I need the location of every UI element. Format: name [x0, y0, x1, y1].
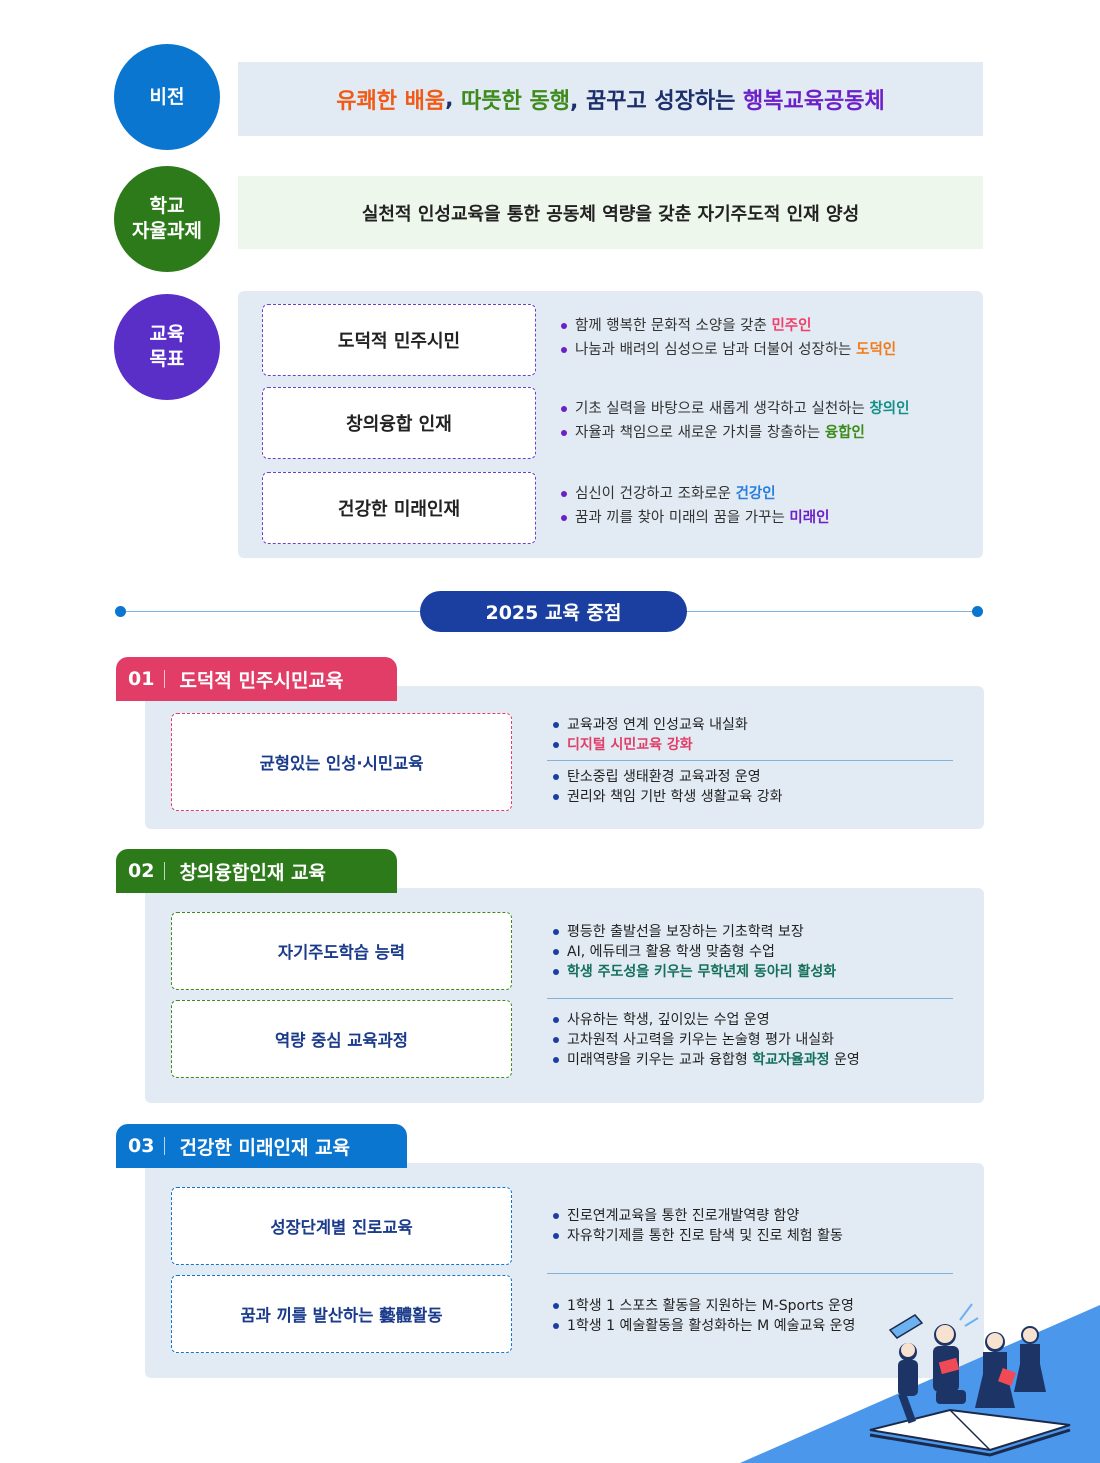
section-bullets: 교육과정 연계 인성교육 내실화 디지털 시민교육 강화: [553, 715, 748, 755]
section-title: 도덕적 민주시민교육: [179, 669, 344, 692]
goal-bullets-healthy-future: 심신이 건강하고 조화로운 건강인 꿈과 끼를 찾아 미래의 꿈을 가꾸는 미래…: [561, 482, 829, 530]
section-bullet: 자유학기제를 통한 진로 탐색 및 진로 체험 활동: [553, 1226, 843, 1246]
section-bullets: 1학생 1 스포츠 활동을 지원하는 M-Sports 운영 1학생 1 예술활…: [553, 1296, 855, 1336]
vision-part-1: 유쾌한 배움: [336, 89, 446, 114]
section-title: 건강한 미래인재 교육: [179, 1136, 351, 1159]
section-bullet: 진로연계교육을 통한 진로개발역량 함양: [553, 1206, 843, 1226]
section-box: 역량 중심 교육과정: [171, 1000, 512, 1078]
section-title: 창의융합인재 교육: [179, 861, 326, 884]
section-02-tab: 02 창의융합인재 교육: [116, 849, 397, 893]
section-bullet: 교육과정 연계 인성교육 내실화: [553, 715, 748, 735]
vision-part-3: 따뜻한 동행: [461, 89, 571, 114]
focus-header: 2025 교육 중점: [420, 591, 687, 632]
section-bullet: 탄소중립 생태환경 교육과정 운영: [553, 767, 782, 787]
section-number: 02: [128, 860, 155, 882]
goal-box-healthy-future: 건강한 미래인재: [262, 472, 536, 544]
school-task-text: 실천적 인성교육을 통한 공동체 역량을 갖춘 자기주도적 인재 양성: [361, 203, 860, 225]
school-task-badge: 학교 자율과제: [114, 166, 220, 272]
separator: [164, 1137, 166, 1155]
vision-part-5: 행복교육공동체: [743, 89, 885, 114]
section-01-panel: 균형있는 인성·시민교육 교육과정 연계 인성교육 내실화 디지털 시민교육 강…: [145, 686, 984, 829]
students-on-book-illustration: [740, 1303, 1100, 1463]
section-bullets: 평등한 출발선을 보장하는 기초학력 보장 AI, 에듀테크 활용 학생 맞춤형…: [553, 922, 836, 982]
focus-header-title: 2025 교육 중점: [485, 602, 622, 624]
section-box: 꿈과 끼를 발산하는 藝體활동: [171, 1275, 512, 1353]
goal-title: 도덕적 민주시민: [337, 331, 461, 352]
goal-title: 건강한 미래인재: [337, 499, 461, 520]
divider-dot-right: [972, 606, 983, 617]
school-task-statement: 실천적 인성교육을 통한 공동체 역량을 갖춘 자기주도적 인재 양성: [238, 176, 983, 249]
goal-bullets-creative-talent: 기초 실력을 바탕으로 새롭게 생각하고 실천하는 창의인 자율과 책임으로 새…: [561, 397, 909, 445]
section-bullet: 평등한 출발선을 보장하는 기초학력 보장: [553, 922, 836, 942]
section-box: 균형있는 인성·시민교육: [171, 713, 512, 811]
goal-highlight: 건강인: [735, 486, 776, 502]
section-bullet: 디지털 시민교육 강화: [553, 735, 748, 755]
goal-highlight: 융합인: [824, 425, 865, 441]
school-task-label: 학교 자율과제: [132, 195, 202, 242]
section-bullet: AI, 에듀테크 활용 학생 맞춤형 수업: [553, 942, 836, 962]
goal-bullet: 심신이 건강하고 조화로운 건강인: [561, 482, 829, 506]
section-bullets: 진로연계교육을 통한 진로개발역량 함양 자유학기제를 통한 진로 탐색 및 진…: [553, 1206, 843, 1246]
section-bullet: 권리와 책임 기반 학생 생활교육 강화: [553, 787, 782, 807]
goal-box-creative-talent: 창의융합 인재: [262, 387, 536, 459]
section-rule: [547, 998, 953, 999]
section-bullet: 1학생 1 스포츠 활동을 지원하는 M-Sports 운영: [553, 1296, 855, 1316]
section-number: 01: [128, 668, 155, 690]
goal-bullet: 기초 실력을 바탕으로 새롭게 생각하고 실천하는 창의인: [561, 397, 909, 421]
section-03-panel: 성장단계별 진로교육 진로연계교육을 통한 진로개발역량 함양 자유학기제를 통…: [145, 1163, 984, 1378]
section-bullet: 1학생 1 예술활동을 활성화하는 M 예술교육 운영: [553, 1316, 855, 1336]
divider-dot-left: [115, 606, 126, 617]
goal-highlight: 미래인: [789, 510, 830, 526]
goal-bullets-moral-citizen: 함께 행복한 문화적 소양을 갖춘 민주인 나눔과 배려의 심성으로 남과 더불…: [561, 314, 896, 362]
separator: [164, 670, 166, 688]
section-02-panel: 자기주도학습 능력 평등한 출발선을 보장하는 기초학력 보장 AI, 에듀테크…: [145, 888, 984, 1103]
goal-bullet: 꿈과 끼를 찾아 미래의 꿈을 가꾸는 미래인: [561, 506, 829, 530]
section-01-tab: 01 도덕적 민주시민교육: [116, 657, 397, 701]
goal-box-moral-citizen: 도덕적 민주시민: [262, 304, 536, 376]
goal-bullet: 자율과 책임으로 새로운 가치를 창출하는 융합인: [561, 421, 909, 445]
section-bullet: 미래역량을 키우는 교과 융합형 학교자율과정 운영: [553, 1050, 860, 1070]
section-rule: [547, 760, 953, 761]
education-goals-panel: 도덕적 민주시민 함께 행복한 문화적 소양을 갖춘 민주인 나눔과 배려의 심…: [238, 291, 983, 558]
section-bullet: 학생 주도성을 키우는 무학년제 동아리 활성화: [553, 962, 836, 982]
separator: [164, 862, 166, 880]
section-03-tab: 03 건강한 미래인재 교육: [116, 1124, 407, 1168]
section-bullet: 사유하는 학생, 깊이있는 수업 운영: [553, 1010, 860, 1030]
vision-label: 비전: [149, 85, 185, 108]
section-bullets: 사유하는 학생, 깊이있는 수업 운영 고차원적 사고력을 키우는 논술형 평가…: [553, 1010, 860, 1070]
goal-highlight: 민주인: [771, 318, 812, 334]
section-box: 성장단계별 진로교육: [171, 1187, 512, 1265]
goal-title: 창의융합 인재: [346, 414, 452, 435]
vision-part-4: , 꿈꾸고 성장하는: [570, 89, 744, 114]
education-goal-badge: 교육 목표: [114, 294, 220, 400]
vision-statement: 유쾌한 배움, 따뜻한 동행, 꿈꾸고 성장하는 행복교육공동체: [238, 62, 983, 136]
vision-part-2: ,: [445, 86, 462, 112]
section-box: 자기주도학습 능력: [171, 912, 512, 990]
section-rule: [547, 1273, 953, 1274]
section-bullets: 탄소중립 생태환경 교육과정 운영 권리와 책임 기반 학생 생활교육 강화: [553, 767, 782, 807]
goal-bullet: 나눔과 배려의 심성으로 남과 더불어 성장하는 도덕인: [561, 338, 896, 362]
goal-highlight: 도덕인: [856, 342, 897, 358]
section-number: 03: [128, 1135, 155, 1157]
goal-highlight: 창의인: [869, 401, 910, 417]
goal-bullet: 함께 행복한 문화적 소양을 갖춘 민주인: [561, 314, 896, 338]
section-bullet: 고차원적 사고력을 키우는 논술형 평가 내실화: [553, 1030, 860, 1050]
education-goal-label: 교육 목표: [149, 323, 185, 370]
vision-badge: 비전: [114, 44, 220, 150]
